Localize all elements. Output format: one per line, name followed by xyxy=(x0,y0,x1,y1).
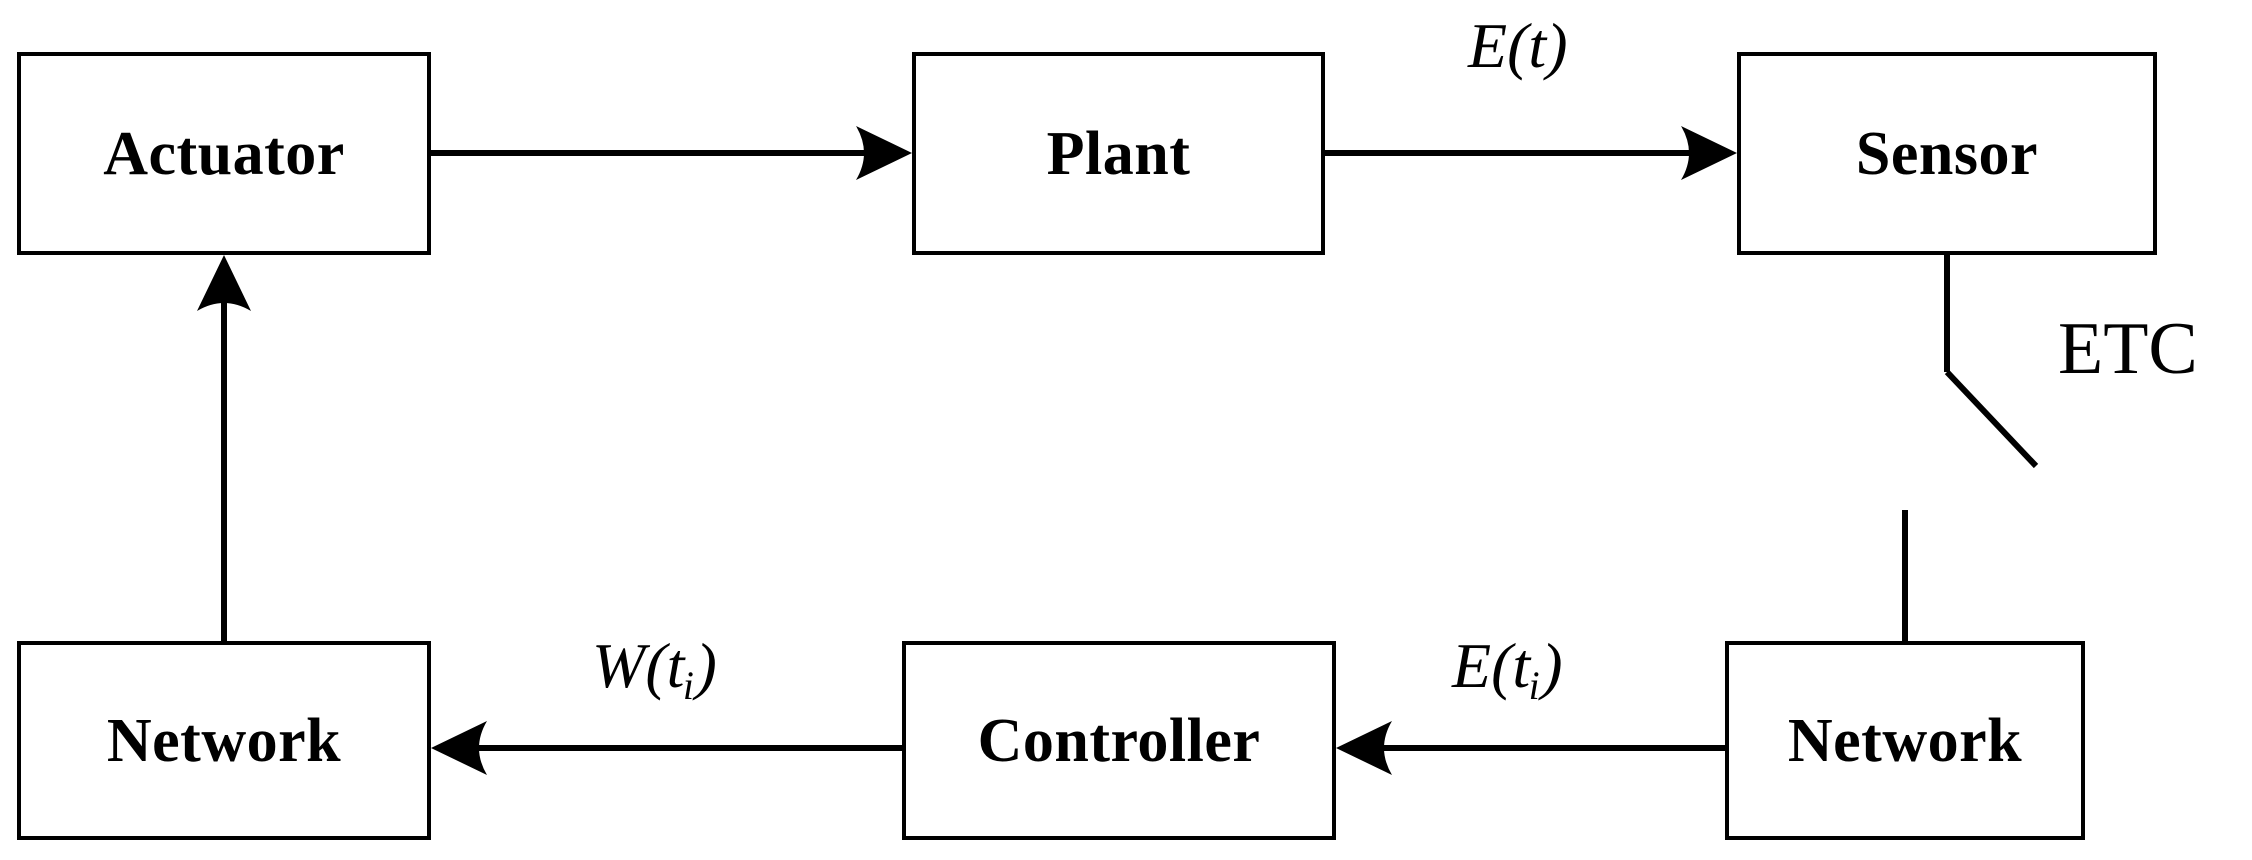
connector-controller-to-network xyxy=(431,721,902,775)
edge-label-e-of-t-paren-open: ( xyxy=(1507,10,1529,81)
connector-actuator-to-plant xyxy=(431,126,912,180)
block-label-actuator: Actuator xyxy=(103,119,345,188)
connector-network-to-controller xyxy=(1336,721,1725,775)
edge-label-e-of-ti-paren-open: ( xyxy=(1491,630,1513,701)
edge-label-w-of-ti-paren-close: ) xyxy=(695,630,717,701)
edge-label-w-of-ti-variable: t xyxy=(666,630,685,701)
edge-label-e-of-t-paren-close: ) xyxy=(1546,10,1568,81)
block-label-sensor: Sensor xyxy=(1855,119,2039,188)
connector-plant-to-sensor xyxy=(1325,126,1737,180)
edge-label-e-of-ti-paren-close: ) xyxy=(1541,630,1563,701)
block-network-outbound[interactable]: Network xyxy=(1725,641,2085,840)
edge-label-e-of-t-variable: t xyxy=(1528,10,1547,81)
edge-label-w-of-ti-paren-open: ( xyxy=(645,630,667,701)
edge-label-w-of-ti-subscript: i xyxy=(682,663,694,708)
edge-label-e-of-ti: E(ti) xyxy=(1452,634,1563,706)
edge-label-e-of-ti-subscript: i xyxy=(1528,663,1540,708)
edge-label-e-of-ti-base: E xyxy=(1452,630,1492,701)
block-label-network-outbound: Network xyxy=(1787,706,2023,775)
edge-label-w-of-ti: W(ti) xyxy=(592,634,717,706)
block-label-plant: Plant xyxy=(1046,119,1191,188)
edge-label-e-of-t: E(t) xyxy=(1468,14,1568,78)
edge-label-e-of-t-base: E xyxy=(1468,10,1508,81)
label-etc: ETC xyxy=(2058,308,2198,390)
connector-network-to-actuator xyxy=(197,255,251,641)
block-sensor[interactable]: Sensor xyxy=(1737,52,2157,255)
block-label-controller: Controller xyxy=(977,706,1261,775)
block-network-inbound[interactable]: Network xyxy=(17,641,431,840)
block-controller[interactable]: Controller xyxy=(902,641,1336,840)
edge-label-e-of-ti-variable: t xyxy=(1512,630,1531,701)
connector-sensor-to-etc-switch xyxy=(1944,255,2039,469)
edge-label-w-of-ti-base: W xyxy=(592,630,646,701)
block-actuator[interactable]: Actuator xyxy=(17,52,431,255)
block-plant[interactable]: Plant xyxy=(912,52,1325,255)
block-label-network-inbound: Network xyxy=(106,706,342,775)
